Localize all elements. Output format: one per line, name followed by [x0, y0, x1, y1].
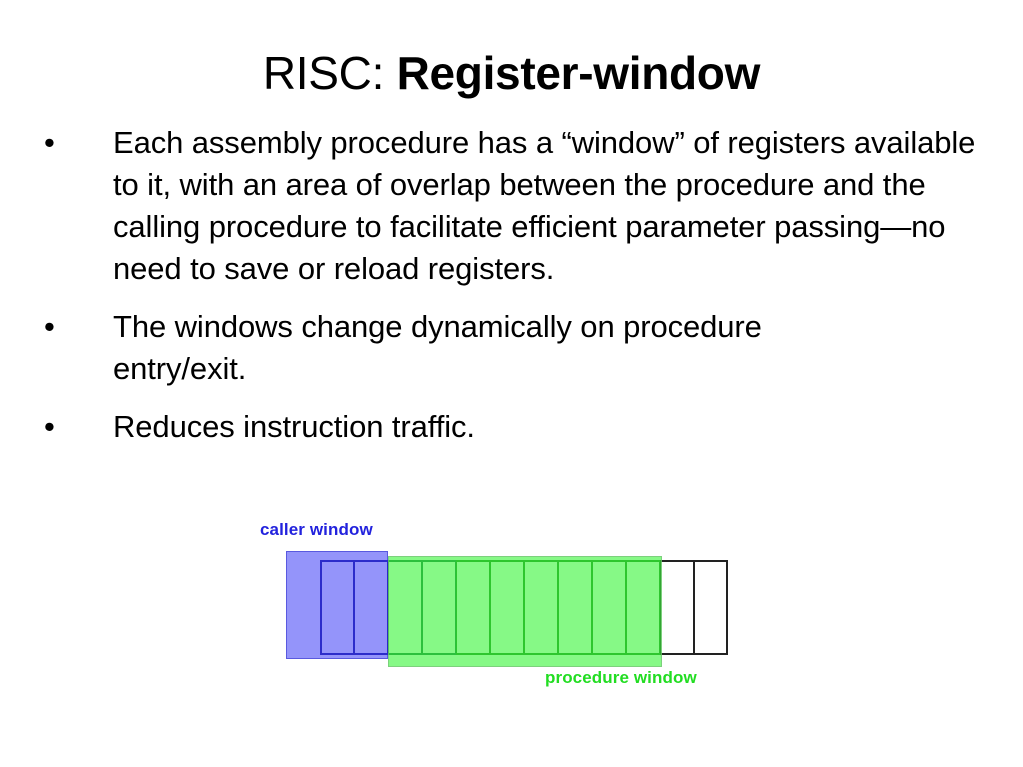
bullet-marker-icon: • [44, 125, 55, 160]
page-title: RISC: Register-window [0, 46, 1023, 100]
bullet-marker-icon: • [44, 309, 55, 344]
caller-window-label: caller window [260, 520, 373, 539]
bullet-list: • Each assembly procedure has a “window”… [40, 122, 990, 464]
procedure-window-label: procedure window [545, 668, 697, 687]
bullet-text: Reduces instruction traffic. [113, 409, 475, 444]
title-bold-part: Register-window [396, 47, 761, 99]
caller-window-overlay [286, 551, 388, 659]
list-item: • Each assembly procedure has a “window”… [40, 122, 990, 290]
bullet-text: Each assembly procedure has a “window” o… [113, 125, 976, 286]
list-item: • The windows change dynamically on proc… [40, 306, 990, 390]
register-window-diagram: caller window procedure window [255, 512, 775, 712]
procedure-window-overlay [388, 556, 662, 667]
bullet-text: The windows change dynamically on proced… [113, 309, 762, 386]
register-cell [660, 560, 694, 655]
bullet-marker-icon: • [44, 409, 55, 444]
title-normal-part: RISC: [262, 47, 397, 99]
register-cell [694, 560, 728, 655]
list-item: • Reduces instruction traffic. [40, 406, 990, 448]
